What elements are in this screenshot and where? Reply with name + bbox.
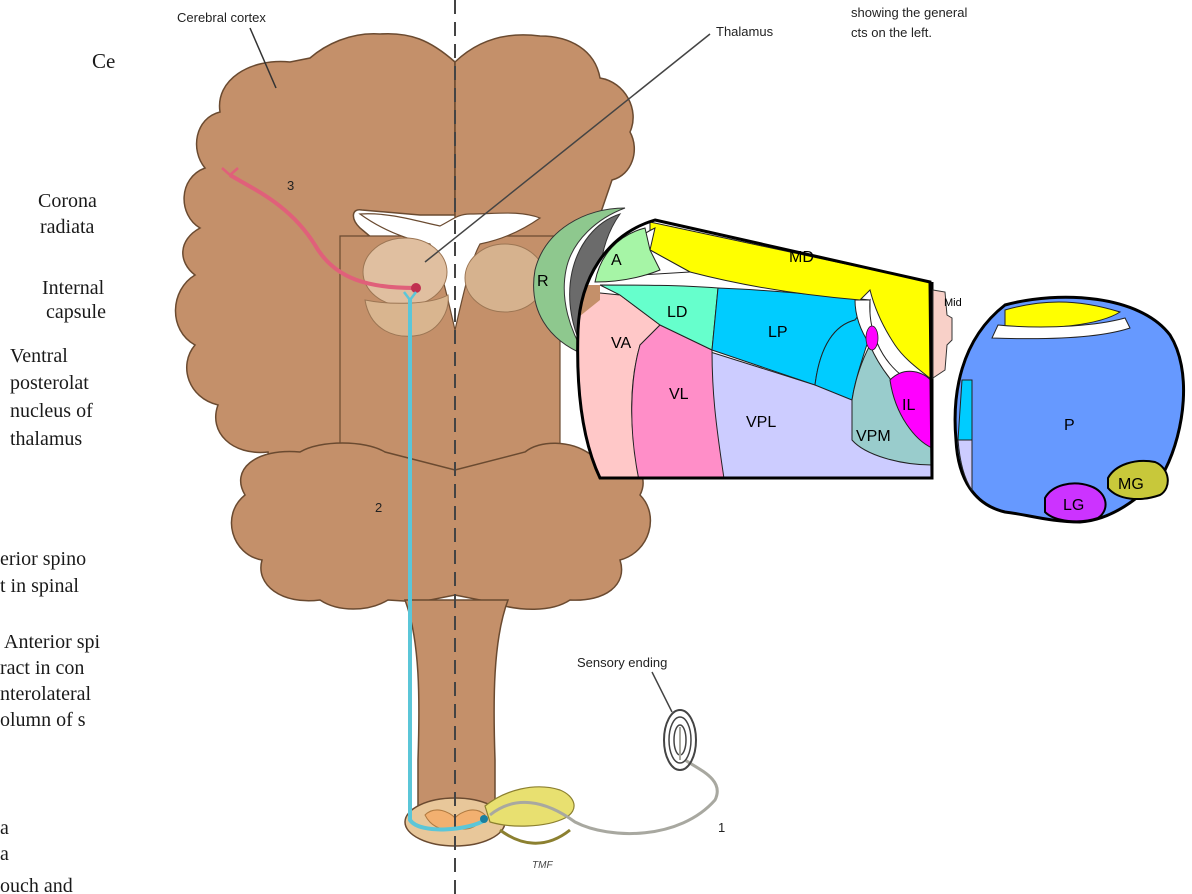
book-text-internal-1: Internal xyxy=(42,277,105,299)
midbrain-lobes xyxy=(231,443,650,609)
illustrator-signature: TMF xyxy=(532,860,553,871)
label-P: P xyxy=(1064,417,1075,434)
book-text-ant-spino-1: erior spino xyxy=(0,548,86,570)
sensory-ending-pointer xyxy=(652,672,672,712)
book-text-ventral-2: posterolat xyxy=(10,372,89,394)
spinal-nerve xyxy=(500,830,570,843)
label-VPM: VPM xyxy=(856,428,891,445)
book-text-bottom-1: a xyxy=(0,817,9,839)
thalamic-nuclei-schematic xyxy=(534,208,1184,522)
book-text-ventral-3: nucleus of xyxy=(10,400,93,422)
dorsal-root-ganglion xyxy=(485,787,574,826)
book-text-column: Ce Corona radiata Internal capsule Ventr… xyxy=(0,49,115,894)
book-text-corona-2: radiata xyxy=(40,216,95,238)
sensory-ending-label: Sensory ending xyxy=(577,655,667,670)
thalamus-right xyxy=(465,244,545,312)
label-Mid: Mid xyxy=(944,297,962,309)
book-text-ant-spi-4: olumn of s xyxy=(0,709,86,731)
label-IL: IL xyxy=(902,397,915,414)
book-text-ventral-1: Ventral xyxy=(10,345,68,367)
label-LG: LG xyxy=(1063,497,1084,514)
label-R: R xyxy=(537,273,549,290)
sensory-ending-receptor xyxy=(664,710,696,770)
thalamus-left xyxy=(363,238,447,306)
second-order-cell-body xyxy=(480,815,488,823)
book-text-corona-1: Corona xyxy=(38,190,97,212)
book-text-ant-spi-3: nterolateral xyxy=(0,683,91,705)
book-text-ant-spino-2: t in spinal xyxy=(0,575,79,597)
nucleus-IL-small xyxy=(866,326,878,350)
label-VPL: VPL xyxy=(746,414,776,431)
brain-illustration xyxy=(175,34,650,846)
book-text-internal-2: capsule xyxy=(46,301,106,323)
book-text-bottom-2: a xyxy=(0,843,9,865)
thalamus-label: Thalamus xyxy=(716,24,774,39)
cerebral-cortex-label: Cerebral cortex xyxy=(177,10,266,25)
label-VL: VL xyxy=(669,386,689,403)
book-text-ant-spi-2: ract in con xyxy=(0,657,84,679)
label-VA: VA xyxy=(611,335,631,352)
label-LD: LD xyxy=(667,304,687,321)
label-MG: MG xyxy=(1118,476,1144,493)
book-text-ventral-4: thalamus xyxy=(10,428,82,450)
book-text-bottom-3: ouch and xyxy=(0,875,73,894)
neuron-2-label: 2 xyxy=(375,500,382,515)
book-text-cerebral: Ce xyxy=(92,49,115,73)
brainstem xyxy=(405,600,508,822)
book-text-ant-spi-1: Anterior spi xyxy=(4,631,101,653)
third-order-cell-body xyxy=(411,283,421,293)
caption-line-2: cts on the left. xyxy=(851,25,932,40)
label-LP: LP xyxy=(768,324,788,341)
caption-line-1: showing the general xyxy=(851,5,967,20)
label-MD: MD xyxy=(789,249,814,266)
label-A: A xyxy=(611,252,622,269)
neuron-3-label: 3 xyxy=(287,178,294,193)
neuron-1-label: 1 xyxy=(718,820,725,835)
